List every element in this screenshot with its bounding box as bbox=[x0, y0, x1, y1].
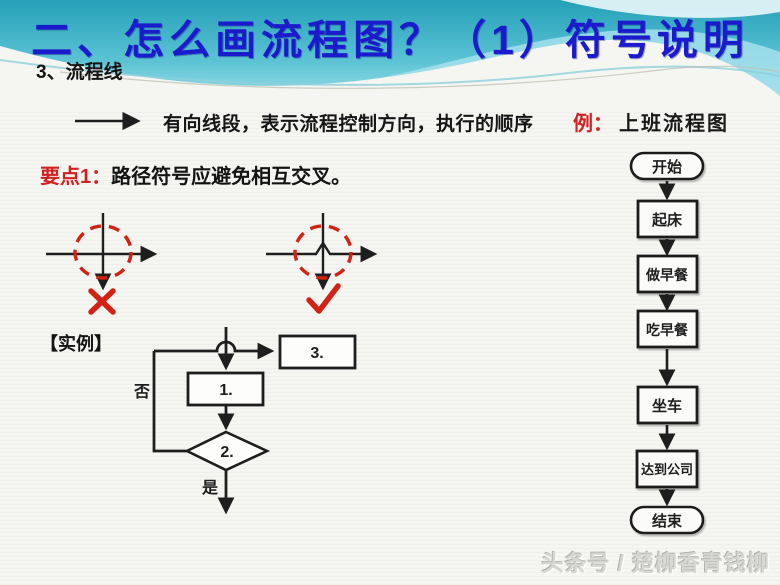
check-mark-icon bbox=[306, 283, 341, 314]
instance-label: 【实例】 bbox=[40, 334, 112, 354]
daily-flowchart: 开始 起床 做早餐 吃早餐 坐车 达到公司 结束 bbox=[629, 151, 705, 535]
flow-node-getup bbox=[636, 199, 699, 239]
slide-title: 二、怎么画流程图？（1）符号说明 bbox=[31, 17, 749, 63]
yes-branch-label: 是 bbox=[201, 479, 218, 497]
red-dashed-circle bbox=[73, 224, 133, 280]
point1-line: 要点1：路径符号应避免相互交叉。 bbox=[40, 160, 351, 189]
flow-node-getup-label: 起床 bbox=[651, 211, 683, 229]
flow-node-arrive-company-label: 达到公司 bbox=[641, 462, 693, 477]
flow-node-end-label: 结束 bbox=[652, 512, 683, 530]
flow-node-start bbox=[629, 151, 705, 181]
hop-line-to-box3 bbox=[154, 340, 275, 360]
decision-diamond-2-label: 2. bbox=[220, 444, 233, 461]
correct-cross-diagram bbox=[266, 213, 378, 314]
flow-line-arrow-icon bbox=[75, 112, 141, 130]
instance-flowchart: 3. 1. 2. 否 是 bbox=[133, 327, 357, 515]
process-box-3-label: 3. bbox=[310, 345, 323, 362]
watermark: 头条号 / 楚柳香青钱柳 bbox=[541, 551, 770, 576]
example-caption: 例： 上班流程图 bbox=[573, 107, 729, 136]
example-title: 上班流程图 bbox=[619, 113, 729, 135]
flow-node-start-label: 开始 bbox=[652, 158, 682, 176]
no-branch-label: 否 bbox=[133, 383, 150, 401]
flow-node-arrive-company bbox=[635, 449, 699, 489]
process-box-1 bbox=[186, 371, 265, 407]
flow-node-end bbox=[629, 505, 705, 535]
flow-node-make-breakfast bbox=[636, 254, 699, 294]
flow-node-take-bus-label: 坐车 bbox=[652, 397, 682, 415]
banner-light-cyan-swoosh bbox=[380, 29, 780, 97]
point1-text: 路径符号应避免相互交叉。 bbox=[111, 166, 352, 188]
loop-back-line bbox=[152, 351, 187, 453]
process-box-3 bbox=[278, 334, 357, 370]
banner-corner-swoosh bbox=[560, 0, 780, 18]
flow-node-make-breakfast-label: 做早餐 bbox=[645, 267, 689, 284]
section-heading: 3、流程线 bbox=[36, 62, 123, 83]
banner-thin-wave-line-2 bbox=[59, 65, 780, 89]
flow-node-eat-breakfast-label: 吃早餐 bbox=[646, 322, 689, 339]
red-dashed-circle bbox=[293, 224, 353, 280]
crossing-examples-diagram bbox=[46, 213, 378, 315]
wrong-cross-diagram bbox=[46, 213, 158, 315]
banner-wave-graphic bbox=[0, 0, 780, 112]
process-box-1-label: 1. bbox=[219, 382, 232, 399]
flow-node-take-bus bbox=[636, 385, 699, 425]
banner-thin-wave-line-1 bbox=[0, 59, 780, 86]
correct-horizontal-flow-line-with-hop bbox=[266, 240, 378, 263]
flow-node-eat-breakfast bbox=[636, 309, 699, 349]
flow-note-text: 有向线段，表示流程控制方向，执行的顺序 bbox=[163, 114, 534, 135]
point1-label: 要点1： bbox=[40, 166, 112, 188]
banner-white-wave bbox=[0, 39, 780, 112]
example-label: 例： bbox=[573, 113, 613, 135]
x-mark-icon bbox=[88, 288, 116, 315]
